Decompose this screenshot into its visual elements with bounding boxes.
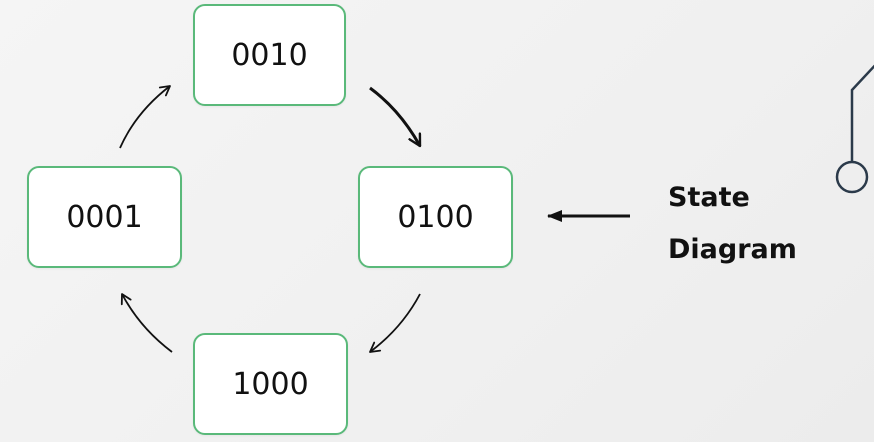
- state-box-0100: 0100: [358, 166, 513, 268]
- state-label: 0001: [66, 199, 143, 235]
- state-label: 0010: [231, 37, 308, 73]
- state-box-0001: 0001: [27, 166, 182, 268]
- state-label: 0100: [397, 199, 474, 235]
- state-label: 1000: [232, 366, 309, 402]
- state-box-1000: 1000: [193, 333, 348, 435]
- caption-line-2: Diagram: [668, 234, 797, 265]
- caption-line-1: State: [668, 182, 750, 213]
- diagram-caption: State Diagram: [668, 172, 797, 276]
- state-box-0010: 0010: [193, 4, 346, 106]
